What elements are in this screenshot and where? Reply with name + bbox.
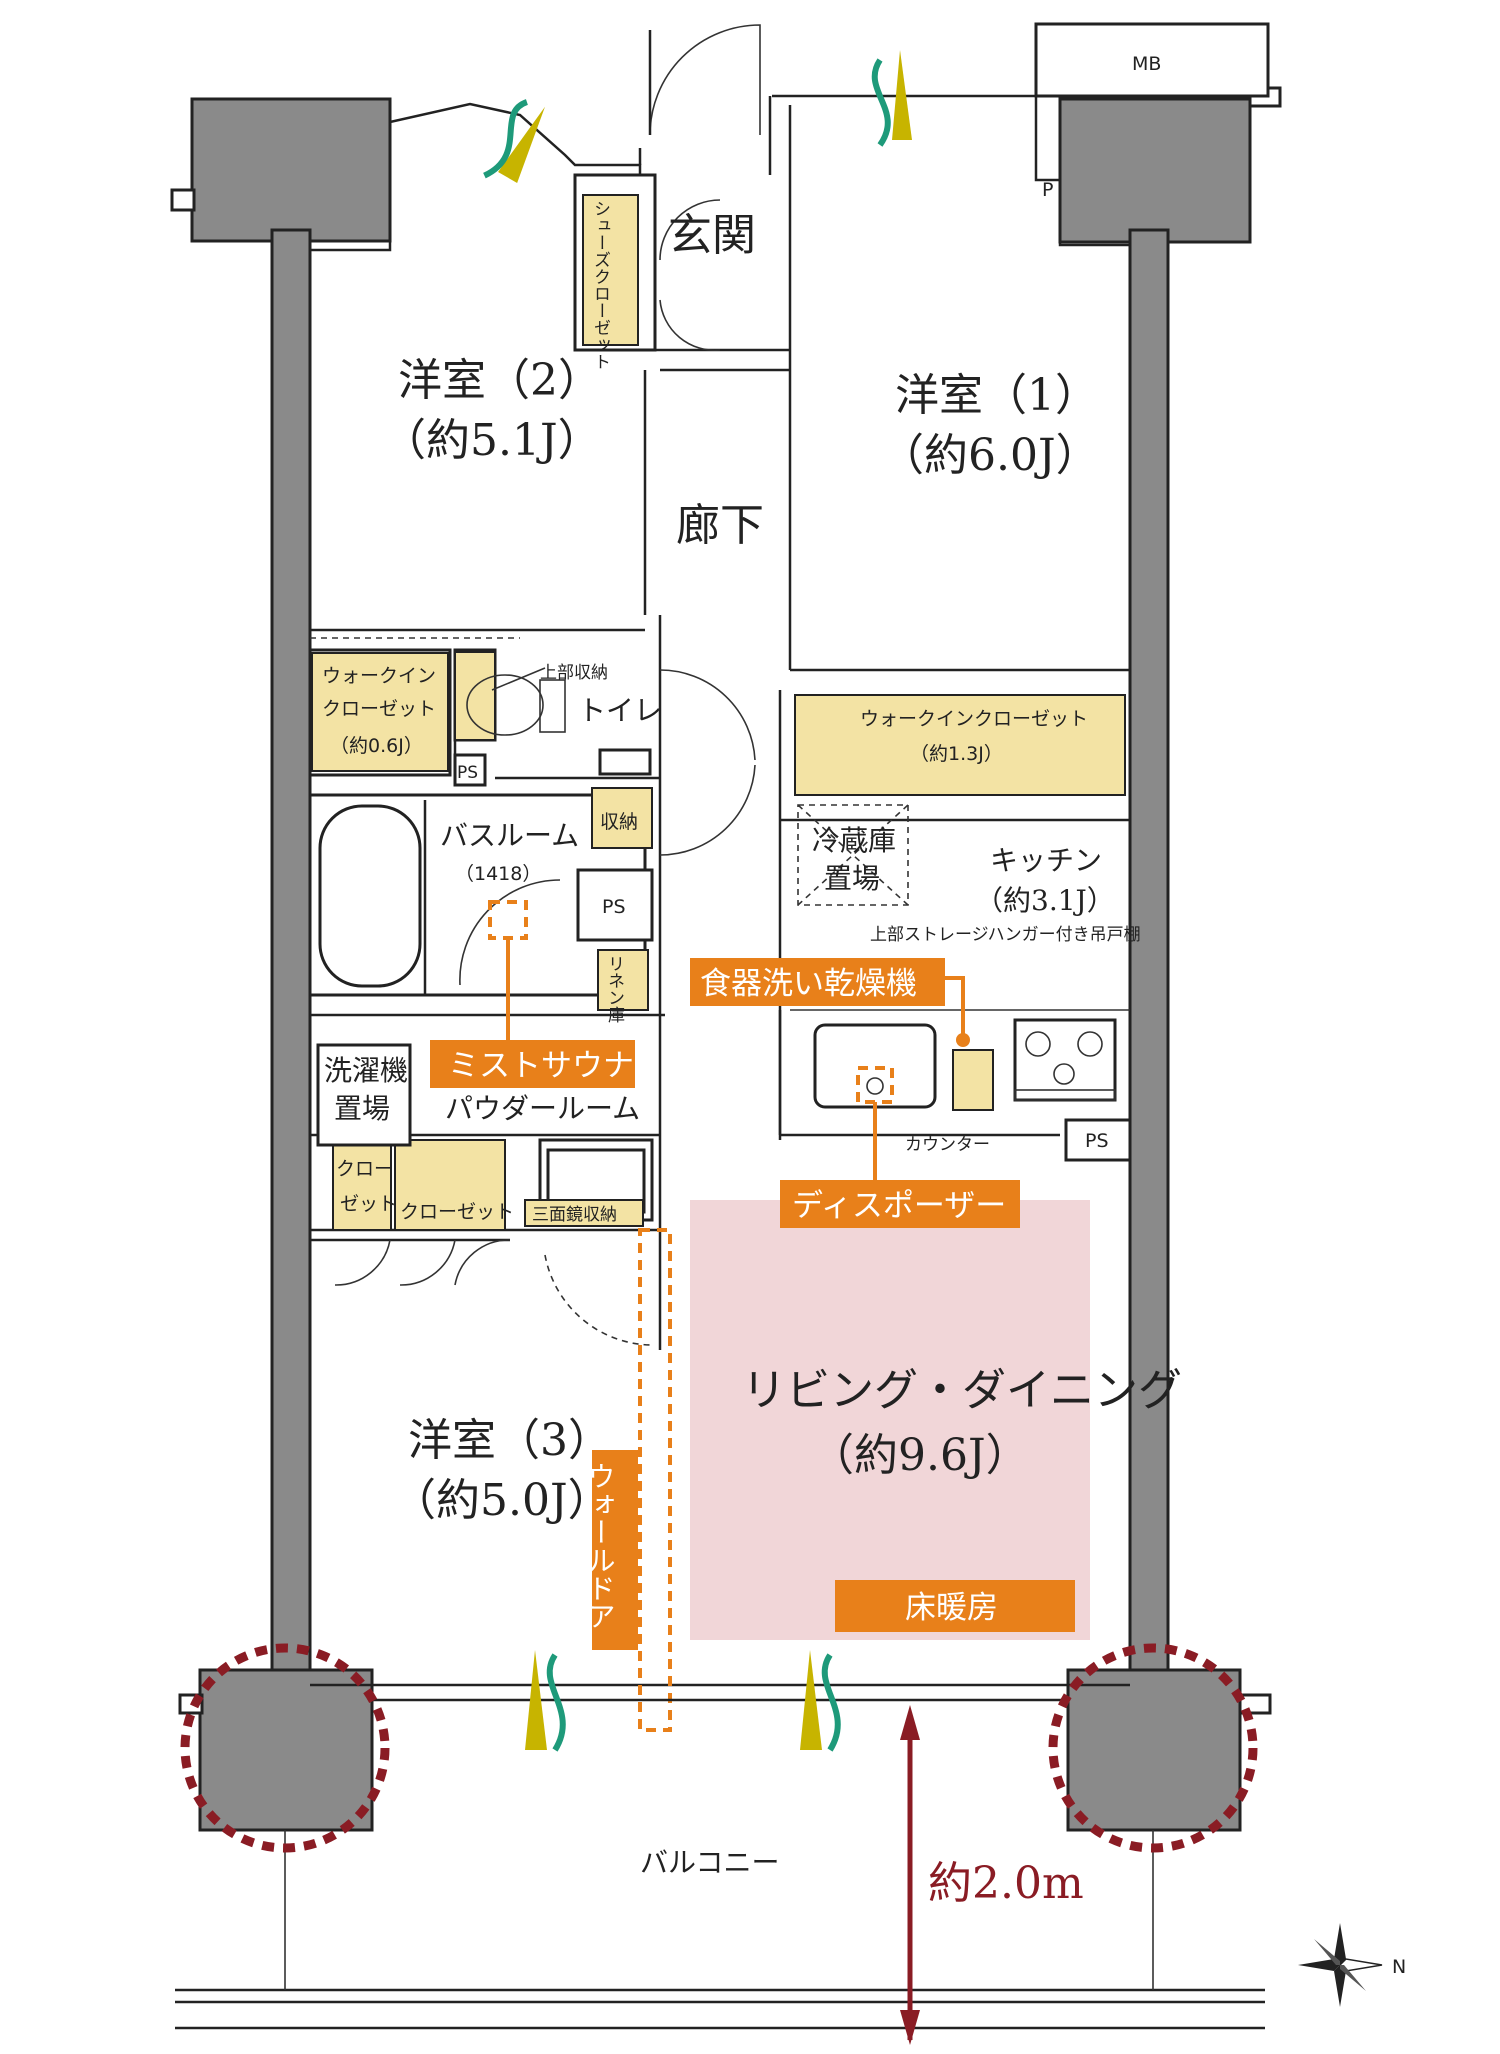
washer-line2: 置場	[334, 1092, 390, 1125]
western1-name: 洋室（1）	[895, 370, 1099, 421]
wic-right-size: （約1.3J）	[910, 743, 1003, 765]
dishwasher-dot	[956, 1033, 970, 1047]
column-bottom-right	[1066, 1668, 1242, 1832]
linen-box	[597, 949, 649, 1011]
closet-small	[332, 1139, 392, 1231]
compass-icon: N	[1298, 1923, 1406, 2007]
front-door-swing	[649, 24, 761, 136]
fridge-line2: 置場	[824, 862, 880, 895]
vent-icon-bottom-right	[800, 1650, 841, 1752]
western2-name: 洋室（2）	[398, 355, 602, 406]
wic-left-size: （約0.6J）	[330, 735, 423, 757]
disposer-label: ディスポーザー	[792, 1188, 1006, 1224]
hallway-name: 廊下	[676, 500, 764, 551]
mirror-storage-label: 三面鏡収納	[532, 1205, 617, 1225]
mist-sauna-badge	[430, 1040, 635, 1088]
closet-small-line1: クロー	[336, 1158, 393, 1180]
storage-labels: シューズクローゼット ウォークイン クローゼット （約0.6J） 上部収納 収納…	[322, 200, 1141, 1225]
linen-label: リネン庫	[604, 955, 625, 1023]
dishwasher-badge	[690, 958, 945, 1006]
bathroom-name: バスルーム	[440, 819, 579, 852]
mb-box	[1034, 22, 1270, 98]
wic-left-line1: ウォークイン	[322, 665, 436, 687]
western3-name: 洋室（3）	[408, 1415, 612, 1466]
ps-label-3: PS	[1085, 1130, 1109, 1152]
walkin-closet-right	[794, 694, 1126, 796]
right-wall	[1128, 228, 1170, 1682]
wall-door-badge	[592, 1450, 638, 1650]
shunou-box	[591, 787, 653, 849]
dishwasher-label: 食器洗い乾燥機	[700, 966, 917, 1002]
storage-areas	[311, 194, 1126, 1231]
vent-icons	[483, 50, 912, 1752]
bathroom-size: （1418）	[455, 863, 541, 885]
floor-heating-badge	[835, 1580, 1075, 1632]
vent-icon-bottom-left	[525, 1650, 566, 1752]
compass-north-label: N	[1392, 1956, 1406, 1978]
ps-box-bath	[576, 868, 654, 942]
column-circle-right	[1048, 1643, 1258, 1853]
walkin-closet-left	[311, 652, 449, 772]
wall-door-label: ウォールドア	[584, 1462, 617, 1630]
column-circle-left	[180, 1643, 390, 1853]
wic-right-name: ウォークインクローゼット	[860, 708, 1088, 730]
shoe-closet	[582, 194, 639, 346]
balcony	[175, 1643, 1265, 2045]
living-dining-area	[690, 1200, 1090, 1640]
kitchen-name: キッチン	[990, 844, 1102, 877]
hanging-cabinet-label: 上部ストレージハンガー付き吊戸棚	[870, 925, 1141, 945]
toilet-name: トイレ	[578, 694, 662, 727]
mirror-storage	[524, 1199, 644, 1227]
closet-label: クローゼット	[400, 1201, 514, 1223]
column-top-left	[190, 97, 392, 243]
fridge-line1: 冷蔵庫	[812, 824, 896, 857]
powder-name: パウダールーム	[445, 1092, 640, 1125]
western3-size: （約5.0J）	[392, 1475, 612, 1526]
counter-label: カウンター	[905, 1135, 990, 1155]
entrance-name: 玄関	[668, 210, 756, 261]
closet	[394, 1139, 506, 1231]
feature-markers	[488, 900, 970, 1732]
ps-label-1: PS	[457, 763, 478, 783]
fridge-space	[797, 804, 909, 906]
western1-size: （約6.0J）	[880, 430, 1100, 481]
balcony-name: バルコニー	[640, 1846, 779, 1879]
structure	[170, 86, 1282, 1832]
upper-storage-label: 上部収納	[540, 663, 608, 683]
wic-left-line2: クローゼット	[322, 698, 436, 720]
stove	[1013, 1018, 1117, 1102]
closet-small-line2: ゼット	[340, 1193, 397, 1215]
western2-size: （約5.1J）	[382, 415, 602, 466]
p-label: P	[1042, 179, 1053, 201]
kitchen-cabinet	[952, 1049, 994, 1111]
upper-storage-toilet	[454, 651, 496, 741]
mb-label: MB	[1132, 53, 1161, 75]
mist-sauna-label: ミストサウナ	[448, 1048, 634, 1084]
living-name: リビング・ダイニング	[742, 1365, 1182, 1416]
ps-label-2: PS	[602, 896, 626, 918]
column-bottom-left	[198, 1668, 374, 1832]
doors	[334, 24, 761, 1346]
room-labels: 洋室（2） （約5.1J） 洋室（1） （約6.0J） 玄関 廊下 トイレ バス…	[382, 210, 1182, 1909]
vent-icon-top-left	[483, 99, 545, 183]
fixtures	[316, 667, 1117, 1147]
wall-door-marker	[638, 1228, 672, 1732]
floor-heating-label: 床暖房	[905, 1590, 998, 1626]
column-top-right	[1058, 97, 1252, 244]
vent-icon-top-right	[871, 50, 912, 147]
disposer-badge	[780, 1180, 1020, 1228]
shoe-closet-label: シューズクローゼット	[590, 200, 610, 370]
left-wall	[270, 228, 312, 1682]
ps-box-kitchen	[1064, 1118, 1132, 1162]
washer-space	[316, 1043, 412, 1147]
shunou-label: 収納	[600, 811, 638, 833]
feature-badges: 食器洗い乾燥機 ミストサウナ ディスポーザー 床暖房 ウォールドア	[430, 958, 1075, 1650]
kitchen-size: （約3.1J）	[975, 884, 1115, 917]
balcony-depth: 約2.0m	[928, 1858, 1084, 1909]
washer-line1: 洗濯機	[324, 1054, 408, 1087]
living-size: （約9.6J）	[810, 1430, 1030, 1481]
